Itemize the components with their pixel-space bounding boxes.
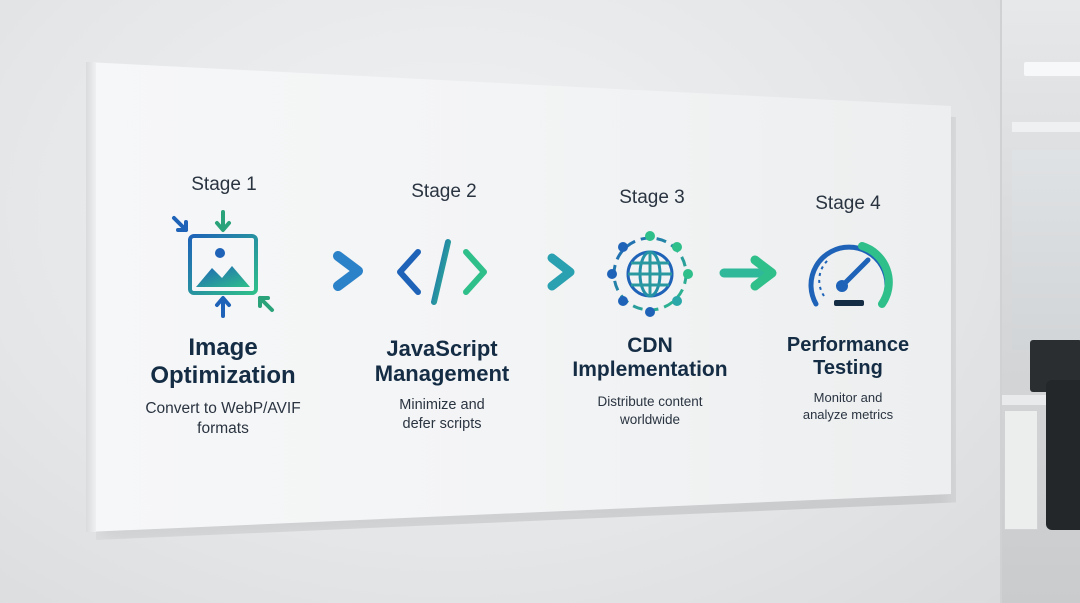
cabinet [1004, 410, 1038, 530]
stage-3-desc-line1: Distribute content [597, 394, 703, 409]
stage-1-title-line1: Image [188, 334, 258, 361]
stage-4-desc-line2: analyze metrics [802, 406, 894, 422]
speedometer-icon [808, 242, 893, 308]
wall-panel [86, 62, 951, 532]
office-background [1000, 0, 1080, 603]
stage-3-desc-line2: worldwide [619, 411, 681, 427]
stage-1-desc-line2: formats [197, 420, 249, 438]
globe-network-icon [607, 231, 693, 317]
arrow-right-icon [513, 253, 575, 291]
stage-3-title-line1: CDN [627, 334, 673, 357]
arrow-right-icon [297, 251, 363, 291]
stage-1-title-line2: Optimization [150, 361, 296, 389]
stage-3-description: Distribute content worldwide [575, 393, 725, 428]
code-icon [397, 239, 487, 305]
stage-2-label: Stage 2 [411, 181, 477, 202]
stage-3-title: CDN Implementation [560, 334, 740, 382]
stage-4-desc-line1: Monitor and [813, 390, 883, 405]
stage-1-description: Convert to WebP/AVIF formats [128, 399, 318, 439]
stage-3-title-line2: Implementation [572, 358, 728, 382]
stage-2-title: JavaScript Management [352, 336, 532, 387]
ceiling-light [1012, 122, 1080, 132]
office-chair [1046, 380, 1080, 530]
stage-2-desc-line2: defer scripts [402, 415, 482, 432]
stage-2-desc-line1: Minimize and [399, 397, 485, 413]
window [1012, 150, 1080, 350]
stage-4-description: Monitor and analyze metrics [783, 390, 913, 424]
stage-3-label: Stage 3 [619, 187, 685, 208]
stage-1-desc-line1: Convert to WebP/AVIF [145, 400, 301, 417]
ceiling-light [1024, 62, 1080, 76]
panel-edge [86, 62, 96, 532]
stage-1-title: Image Optimization [130, 334, 316, 389]
stage-2-description: Minimize and defer scripts [362, 396, 522, 434]
stage-2-title-line1: JavaScript [386, 336, 498, 361]
stage-1-label: Stage 1 [191, 174, 257, 195]
arrow-right-icon [719, 255, 777, 291]
stage-4-title-line2: Testing [813, 357, 883, 379]
stage-2-title-line2: Management [374, 361, 510, 387]
stage-4-label: Stage 4 [815, 193, 881, 214]
stage-4-title-line1: Performance [786, 334, 910, 356]
stage-4-title: Performance Testing [772, 334, 924, 380]
image-compress-icon [172, 210, 274, 318]
desk [1002, 395, 1080, 405]
